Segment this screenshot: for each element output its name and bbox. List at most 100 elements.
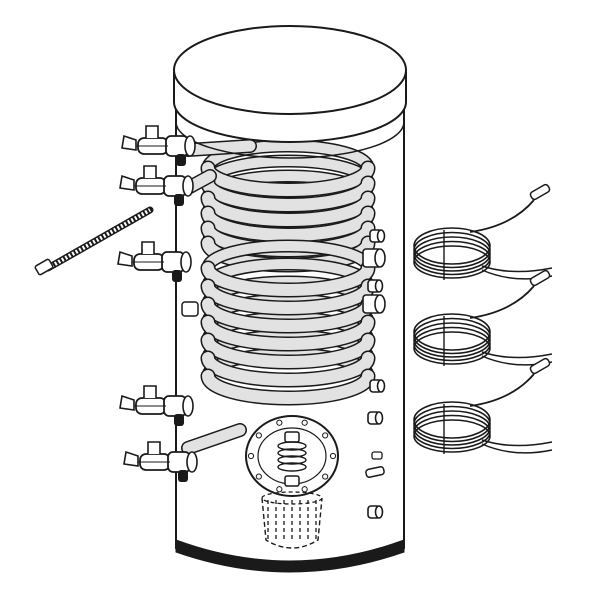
- right-ports: [181, 229, 386, 519]
- coils: [181, 139, 376, 455]
- sensor-cable-loop: [413, 317, 491, 355]
- valve-stem: [143, 385, 157, 398]
- tank-lid: [173, 25, 407, 159]
- sensor-cable-loop: [413, 326, 491, 362]
- sensor-cable-loop: [413, 419, 491, 453]
- sensor-cable-loop: [413, 401, 491, 439]
- sensor-wire-a: [481, 265, 553, 273]
- coil-turn-front: [202, 352, 374, 386]
- sensor-probe-tip: [529, 183, 551, 201]
- sensor-cable-loop: [413, 236, 491, 272]
- coil-turn-front: [202, 298, 374, 332]
- flange-heater: [245, 415, 339, 549]
- valve-handle: [121, 134, 137, 151]
- sensor-probe-lead: [469, 285, 535, 319]
- coil-turn-front: [202, 316, 374, 350]
- threaded-port-icon: [362, 294, 386, 314]
- valve-stem: [141, 241, 155, 254]
- port-face: [374, 505, 384, 519]
- valve-outlet: [182, 395, 194, 417]
- flange-bolt: [255, 473, 262, 480]
- sensor-cable-loop: [413, 410, 491, 446]
- sensor-wire-b: [481, 443, 553, 454]
- flange-bolt: [276, 486, 283, 493]
- valve-drain-cap: [174, 414, 184, 426]
- threaded-port-icon: [367, 279, 384, 293]
- flange-bolt: [255, 432, 262, 439]
- flange-mini-coil: [277, 462, 307, 472]
- valve-stem: [147, 441, 161, 454]
- port-face: [374, 279, 384, 293]
- valve-handle: [123, 450, 139, 467]
- threaded-port-icon: [362, 248, 386, 268]
- valve-outlet: [186, 451, 198, 473]
- blind-plug-icon: [181, 301, 199, 317]
- valve-outlet: [184, 135, 196, 157]
- port-face: [374, 248, 386, 268]
- coil-turn-front: [202, 207, 374, 241]
- hose-ribbing: [47, 208, 151, 270]
- sensor-pocket-icon: [365, 466, 385, 478]
- flex-hose: [34, 206, 154, 276]
- valve-outlet: [182, 175, 194, 197]
- valve-stem: [143, 165, 157, 178]
- flange-top-fitting: [284, 431, 300, 443]
- valve-stem: [145, 125, 159, 138]
- sensor-cable-loop: [413, 227, 491, 265]
- sensor-probe-lead: [469, 373, 535, 407]
- sensor-cable-loop: [413, 331, 491, 365]
- ball-valve-icon: [121, 125, 196, 166]
- flange-bolt: [322, 473, 329, 480]
- coil-turn-front: [202, 177, 374, 211]
- flange-mini-coil: [277, 455, 307, 465]
- tank-base: [175, 539, 405, 573]
- flange-bolt: [301, 419, 308, 426]
- ball-valve-icon: [123, 441, 198, 482]
- heater-outline: [261, 497, 323, 549]
- immersion-heater-flange-icon: [245, 415, 339, 549]
- sensor-cable-loop: [413, 245, 491, 279]
- threaded-port-icon: [369, 379, 386, 393]
- flange-bolt: [329, 452, 337, 460]
- threaded-port-icon: [367, 505, 384, 519]
- valve-handle: [119, 394, 135, 411]
- flexible-hose-icon: [34, 206, 154, 276]
- sensor-wire-a: [481, 351, 553, 359]
- ball-valve-icon: [117, 241, 192, 282]
- threaded-port-icon: [367, 411, 384, 425]
- flange-bolt: [247, 452, 255, 460]
- heat-exchanger-coil-icon: [200, 239, 376, 406]
- immersion-heater-element: [261, 491, 323, 549]
- flange-bottom-fitting: [284, 475, 300, 487]
- valve-handle: [119, 174, 135, 191]
- flange-bolt: [301, 486, 308, 493]
- temperature-sensor-coil-icon: [413, 357, 553, 454]
- sensor-probe-tip: [529, 357, 551, 375]
- flange-mini-coil: [277, 448, 307, 458]
- coil-turn-back: [203, 241, 373, 273]
- coil-turn-back: [203, 141, 373, 173]
- valve-drain-cap: [178, 470, 188, 482]
- sensor-cable-loop: [413, 414, 491, 450]
- flange-bolt: [322, 432, 329, 439]
- sensor-cable-loop: [413, 313, 491, 351]
- valve-handle: [117, 250, 133, 267]
- temperature-sensor-coil-icon: [413, 269, 553, 366]
- port-face: [376, 379, 386, 393]
- port-face: [376, 229, 386, 243]
- ball-valve-icon: [119, 165, 194, 206]
- left-valves: [117, 125, 198, 482]
- coil-turn-front: [202, 262, 374, 296]
- valve-outlet: [180, 251, 192, 273]
- valve-drain-cap: [176, 154, 186, 166]
- coil-inlet-pipe: [182, 140, 256, 156]
- coil-turn-front: [202, 334, 374, 368]
- valve-drain-cap: [174, 194, 184, 206]
- sensor-probe-tip: [529, 269, 551, 287]
- sensor-wire-a: [481, 439, 553, 447]
- ball-valve-icon: [119, 385, 194, 426]
- port-face: [374, 294, 386, 314]
- threaded-port-icon: [369, 229, 386, 243]
